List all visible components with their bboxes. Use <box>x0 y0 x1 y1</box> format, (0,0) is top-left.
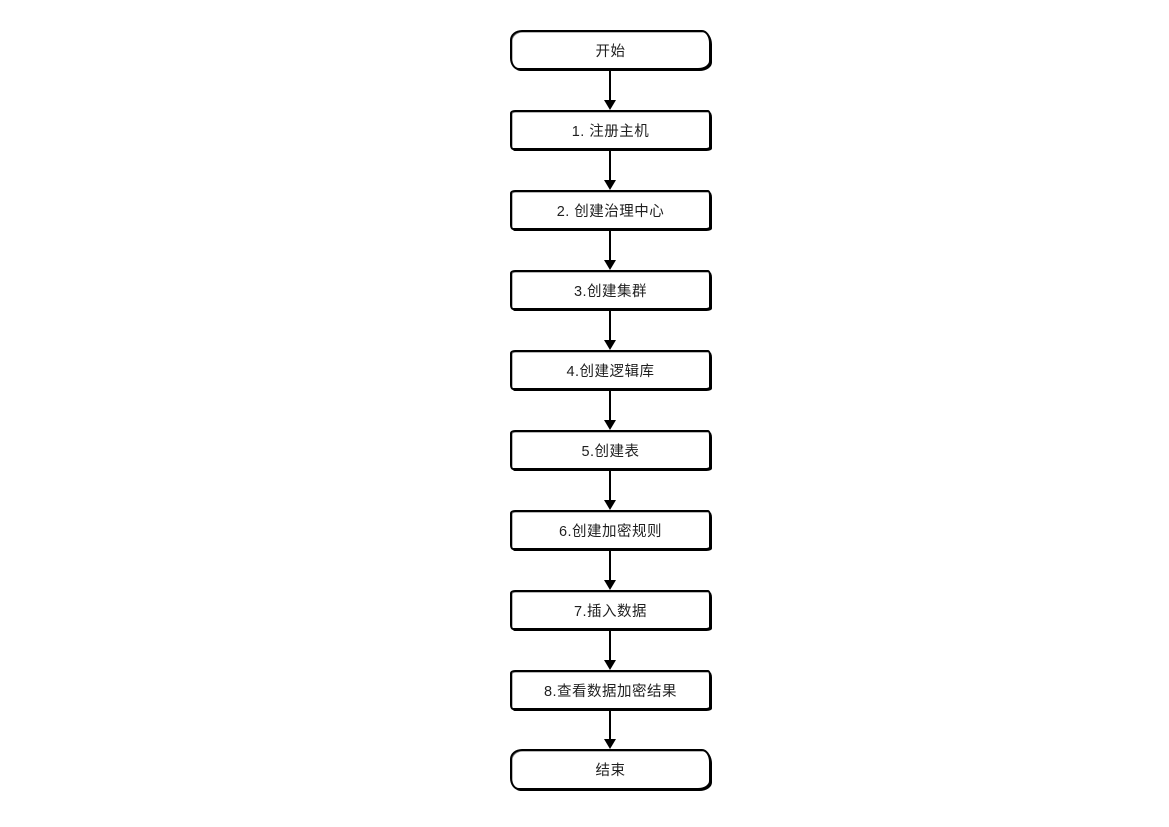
flow-arrow-step-4-to-step-5 <box>603 390 617 430</box>
arrowhead-down-icon <box>604 500 616 510</box>
flow-node-label: 结束 <box>595 763 626 779</box>
flow-node-step-4: 4.创建逻辑库 <box>510 350 711 390</box>
arrowhead-down-icon <box>604 100 616 110</box>
flow-node-label: 8.查看数据加密结果 <box>543 683 678 700</box>
arrow-shaft <box>609 630 611 662</box>
flow-node-step-1: 1. 注册主机 <box>510 110 711 150</box>
arrowhead-down-icon <box>604 180 616 190</box>
flow-arrow-step-2-to-step-3 <box>603 230 617 270</box>
flow-node-start: 开始 <box>510 30 711 70</box>
arrow-shaft <box>609 230 611 262</box>
flow-node-label: 2. 创建治理中心 <box>556 203 665 220</box>
arrow-shaft <box>609 710 611 741</box>
arrow-shaft <box>609 310 611 342</box>
flow-node-step-3: 3.创建集群 <box>510 270 711 310</box>
flow-node-label: 1. 注册主机 <box>571 123 650 140</box>
flow-arrow-step-8-to-end <box>603 710 617 749</box>
arrowhead-down-icon <box>604 260 616 270</box>
flow-arrow-step-3-to-step-4 <box>603 310 617 350</box>
flow-node-step-8: 8.查看数据加密结果 <box>510 670 711 710</box>
arrow-shaft <box>609 470 611 502</box>
arrow-shaft <box>609 70 611 102</box>
flow-node-label: 3.创建集群 <box>573 283 648 300</box>
flow-arrow-start-to-step-1 <box>603 70 617 110</box>
flow-arrow-step-1-to-step-2 <box>603 150 617 190</box>
arrowhead-down-icon <box>604 420 616 430</box>
arrowhead-down-icon <box>604 739 616 749</box>
flow-node-label: 开始 <box>595 43 626 60</box>
flow-node-step-7: 7.插入数据 <box>510 590 711 630</box>
flow-node-step-6: 6.创建加密规则 <box>510 510 711 550</box>
arrow-shaft <box>609 550 611 582</box>
flow-node-label: 5.创建表 <box>581 443 640 460</box>
flow-arrow-step-7-to-step-8 <box>603 630 617 670</box>
flow-arrow-step-6-to-step-7 <box>603 550 617 590</box>
flow-node-end: 结束 <box>510 749 711 790</box>
arrow-shaft <box>609 390 611 422</box>
flow-node-step-2: 2. 创建治理中心 <box>510 190 711 230</box>
flow-arrow-step-5-to-step-6 <box>603 470 617 510</box>
arrow-shaft <box>609 150 611 182</box>
flow-node-label: 4.创建逻辑库 <box>566 363 655 380</box>
flow-node-step-5: 5.创建表 <box>510 430 711 470</box>
arrowhead-down-icon <box>604 340 616 350</box>
flow-node-label: 6.创建加密规则 <box>558 523 663 540</box>
arrowhead-down-icon <box>604 660 616 670</box>
arrowhead-down-icon <box>604 580 616 590</box>
flow-node-label: 7.插入数据 <box>573 603 648 620</box>
